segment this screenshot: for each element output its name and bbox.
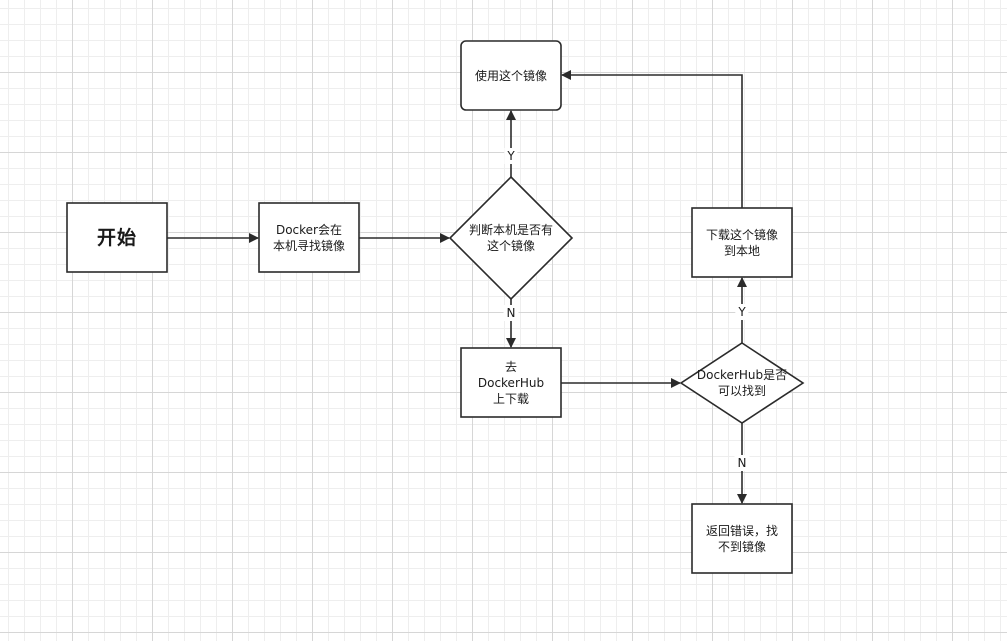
local-search-node-label: Docker会在 本机寻找镜像	[272, 222, 345, 253]
go-dockerhub-node-shape	[460, 347, 562, 418]
check-hub-no-label: N	[734, 455, 750, 471]
download-local-node-shape	[691, 207, 793, 278]
return-error-node: 返回错误，找 不到镜像	[692, 504, 792, 573]
check-hub-yes-label: Y	[735, 304, 749, 320]
local-search-node: Docker会在 本机寻找镜像	[259, 203, 359, 272]
edge-download-local-to-use-image	[561, 70, 743, 208]
return-error-node-label: 返回错误，找 不到镜像	[705, 523, 778, 554]
check-local-no-label: N	[503, 305, 519, 321]
check-local-decision-label: 判断本机是否有 这个镜像	[468, 223, 553, 253]
use-image-node-label: 使用这个镜像	[474, 68, 547, 83]
go-dockerhub-node: 去 DockerHub 上下载	[461, 348, 561, 417]
start-node-shape	[66, 202, 168, 273]
check-hub-decision: DockerHub是否 可以找到	[671, 343, 813, 423]
check-local-yes-label: Y	[504, 148, 518, 164]
start-node: 开始	[67, 203, 167, 272]
start-node-label: 开始	[96, 226, 137, 249]
local-search-node-shape	[258, 202, 360, 273]
use-image-node: 使用这个镜像	[461, 41, 561, 110]
download-local-node-label: 下载这个镜像 到本地	[705, 227, 778, 258]
check-hub-decision-label: DockerHub是否 可以找到	[696, 368, 788, 398]
download-local-node: 下载这个镜像 到本地	[692, 208, 792, 277]
check-local-decision: 判断本机是否有 这个镜像	[450, 177, 572, 299]
go-dockerhub-node-label: 去 DockerHub 上下载	[477, 359, 545, 406]
return-error-node-shape	[691, 503, 793, 574]
